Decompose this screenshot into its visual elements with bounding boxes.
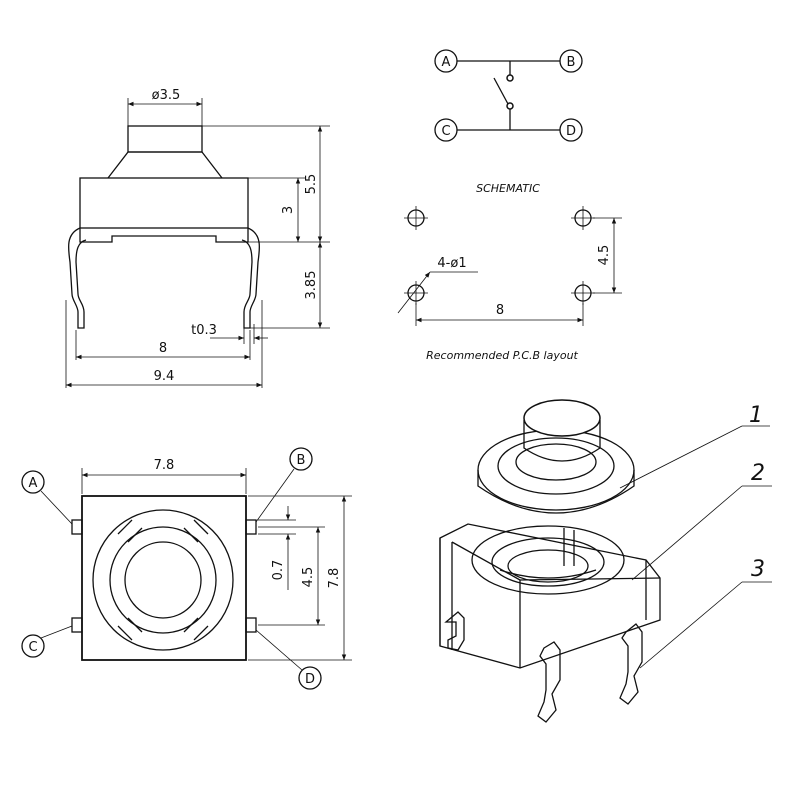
- schematic: A B C D SCHEMATIC: [434, 49, 583, 195]
- part-label-2: 2: [751, 461, 765, 486]
- side-cone: [107, 151, 223, 179]
- dim-width-outer: 9.4: [154, 369, 175, 384]
- pcb-layout: 4-ø1 8 4.5 Recommended P.C.B layout: [397, 206, 622, 362]
- pcb-title: Recommended P.C.B layout: [426, 349, 578, 362]
- top-label-d-circle: [298, 666, 322, 690]
- top-dim-pitch: 4.5: [301, 567, 316, 588]
- exploded-actuator: [523, 420, 601, 462]
- pcb-holes-label: 4-ø1: [437, 256, 466, 271]
- exploded-pin-2: [537, 641, 561, 723]
- top-label-a: A: [29, 476, 38, 491]
- exploded-cavity: [471, 525, 625, 595]
- dim-height-pins: 3.85: [304, 271, 319, 300]
- dim-height-total: 5.5: [304, 174, 319, 195]
- schematic-label-b: B: [567, 55, 576, 70]
- side-base: [79, 228, 249, 243]
- dim-diameter: ø3.5: [152, 88, 181, 103]
- part-label-3: 3: [751, 557, 765, 582]
- side-left-leg: [67, 227, 87, 329]
- side-view: ø3.5 5.5 3 3.85 t0.3 8 9.4: [65, 88, 330, 388]
- top-label-d: D: [305, 672, 315, 687]
- exploded-view: 1 2 3: [439, 399, 772, 723]
- pcb-pitch-y: 4.5: [597, 245, 612, 266]
- side-body: [79, 177, 249, 229]
- top-label-a-circle: [21, 470, 45, 494]
- side-right-leg: [241, 227, 261, 329]
- top-label-b: B: [297, 453, 306, 468]
- top-inner-ring: [109, 526, 217, 634]
- dim-height-body: 3: [281, 206, 296, 214]
- top-label-c-circle: [21, 634, 45, 658]
- top-pin-b: [245, 519, 257, 535]
- top-actuator: [124, 541, 202, 619]
- top-pin-a: [71, 519, 83, 535]
- top-pin-c: [71, 617, 83, 633]
- top-dim-width: 7.8: [154, 458, 175, 473]
- top-outer-ring: [92, 509, 234, 651]
- top-dim-height: 7.8: [327, 568, 342, 589]
- top-label-c: C: [28, 640, 37, 655]
- dim-thickness: t0.3: [191, 323, 217, 338]
- top-label-b-circle: [289, 447, 313, 471]
- part-label-1: 1: [749, 403, 763, 428]
- exploded-cap-base: [477, 429, 635, 511]
- schematic-label-c: C: [441, 124, 450, 139]
- side-actuator: [127, 125, 203, 153]
- top-pin-d: [245, 617, 257, 633]
- schematic-title: SCHEMATIC: [476, 182, 540, 195]
- exploded-pin-1: [444, 611, 465, 651]
- exploded-pin-3: [619, 623, 643, 705]
- schematic-label-d: D: [566, 124, 576, 139]
- dim-width-inner: 8: [159, 341, 167, 356]
- schematic-label-a: A: [442, 55, 451, 70]
- exploded-body: [439, 523, 661, 669]
- schematic-switch-blade: [493, 77, 509, 105]
- top-dim-pin-width: 0.7: [271, 560, 286, 581]
- top-body: [81, 495, 247, 661]
- top-view: A B C D 7.8 7.8 4.5 0.7: [21, 447, 352, 690]
- pcb-pitch-x: 8: [496, 303, 504, 318]
